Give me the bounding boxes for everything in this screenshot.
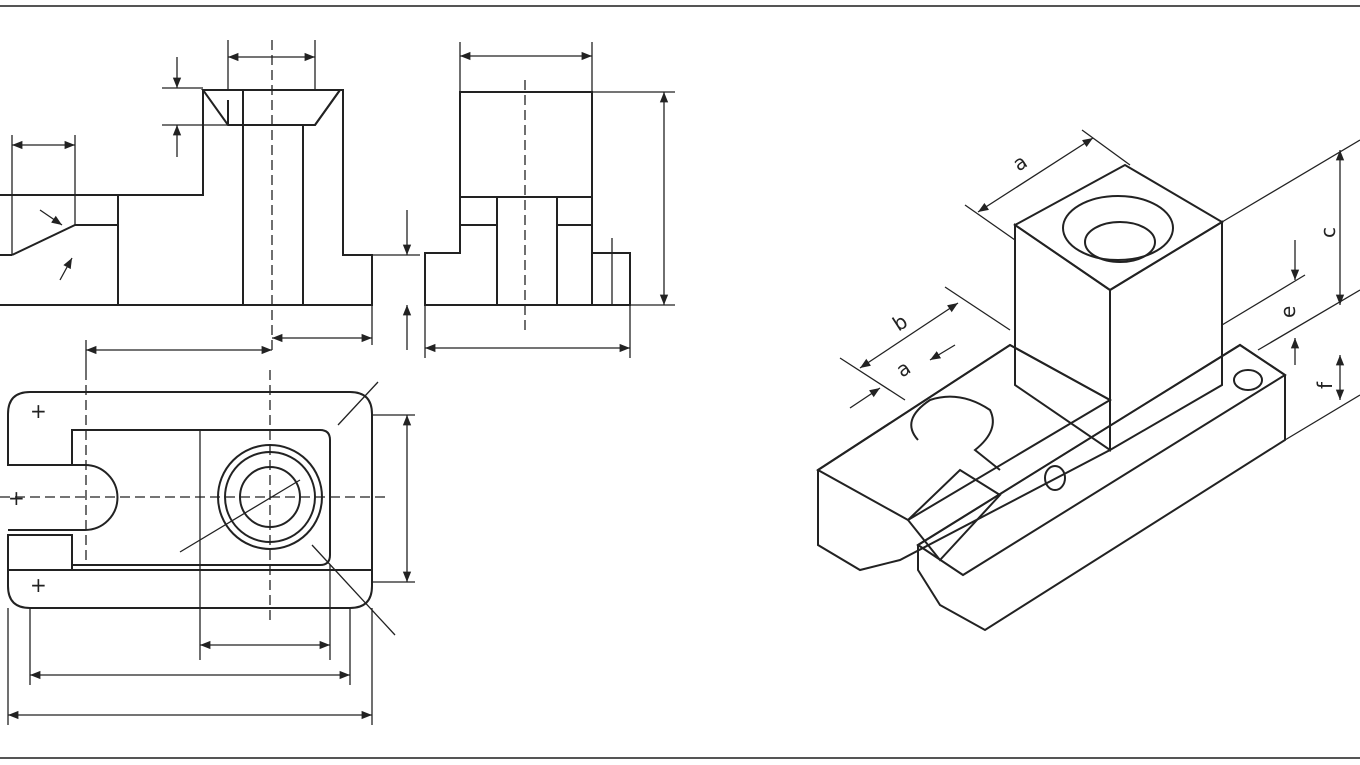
iso-label-a-top: a	[1008, 149, 1031, 176]
iso-label-a-left: a	[892, 355, 915, 382]
iso-label-f: f	[1313, 381, 1337, 389]
iso-label-b: b	[888, 309, 912, 336]
iso-label-e: e	[1276, 306, 1300, 318]
iso-label-c: c	[1316, 227, 1340, 238]
isometric-view: a c e f b a	[816, 129, 1360, 632]
front-section-view	[0, 40, 420, 370]
top-view: + + +	[0, 370, 415, 725]
side-view	[424, 42, 675, 358]
svg-text:+: +	[30, 573, 47, 597]
svg-text:+: +	[30, 399, 47, 423]
svg-text:+: +	[8, 486, 25, 510]
